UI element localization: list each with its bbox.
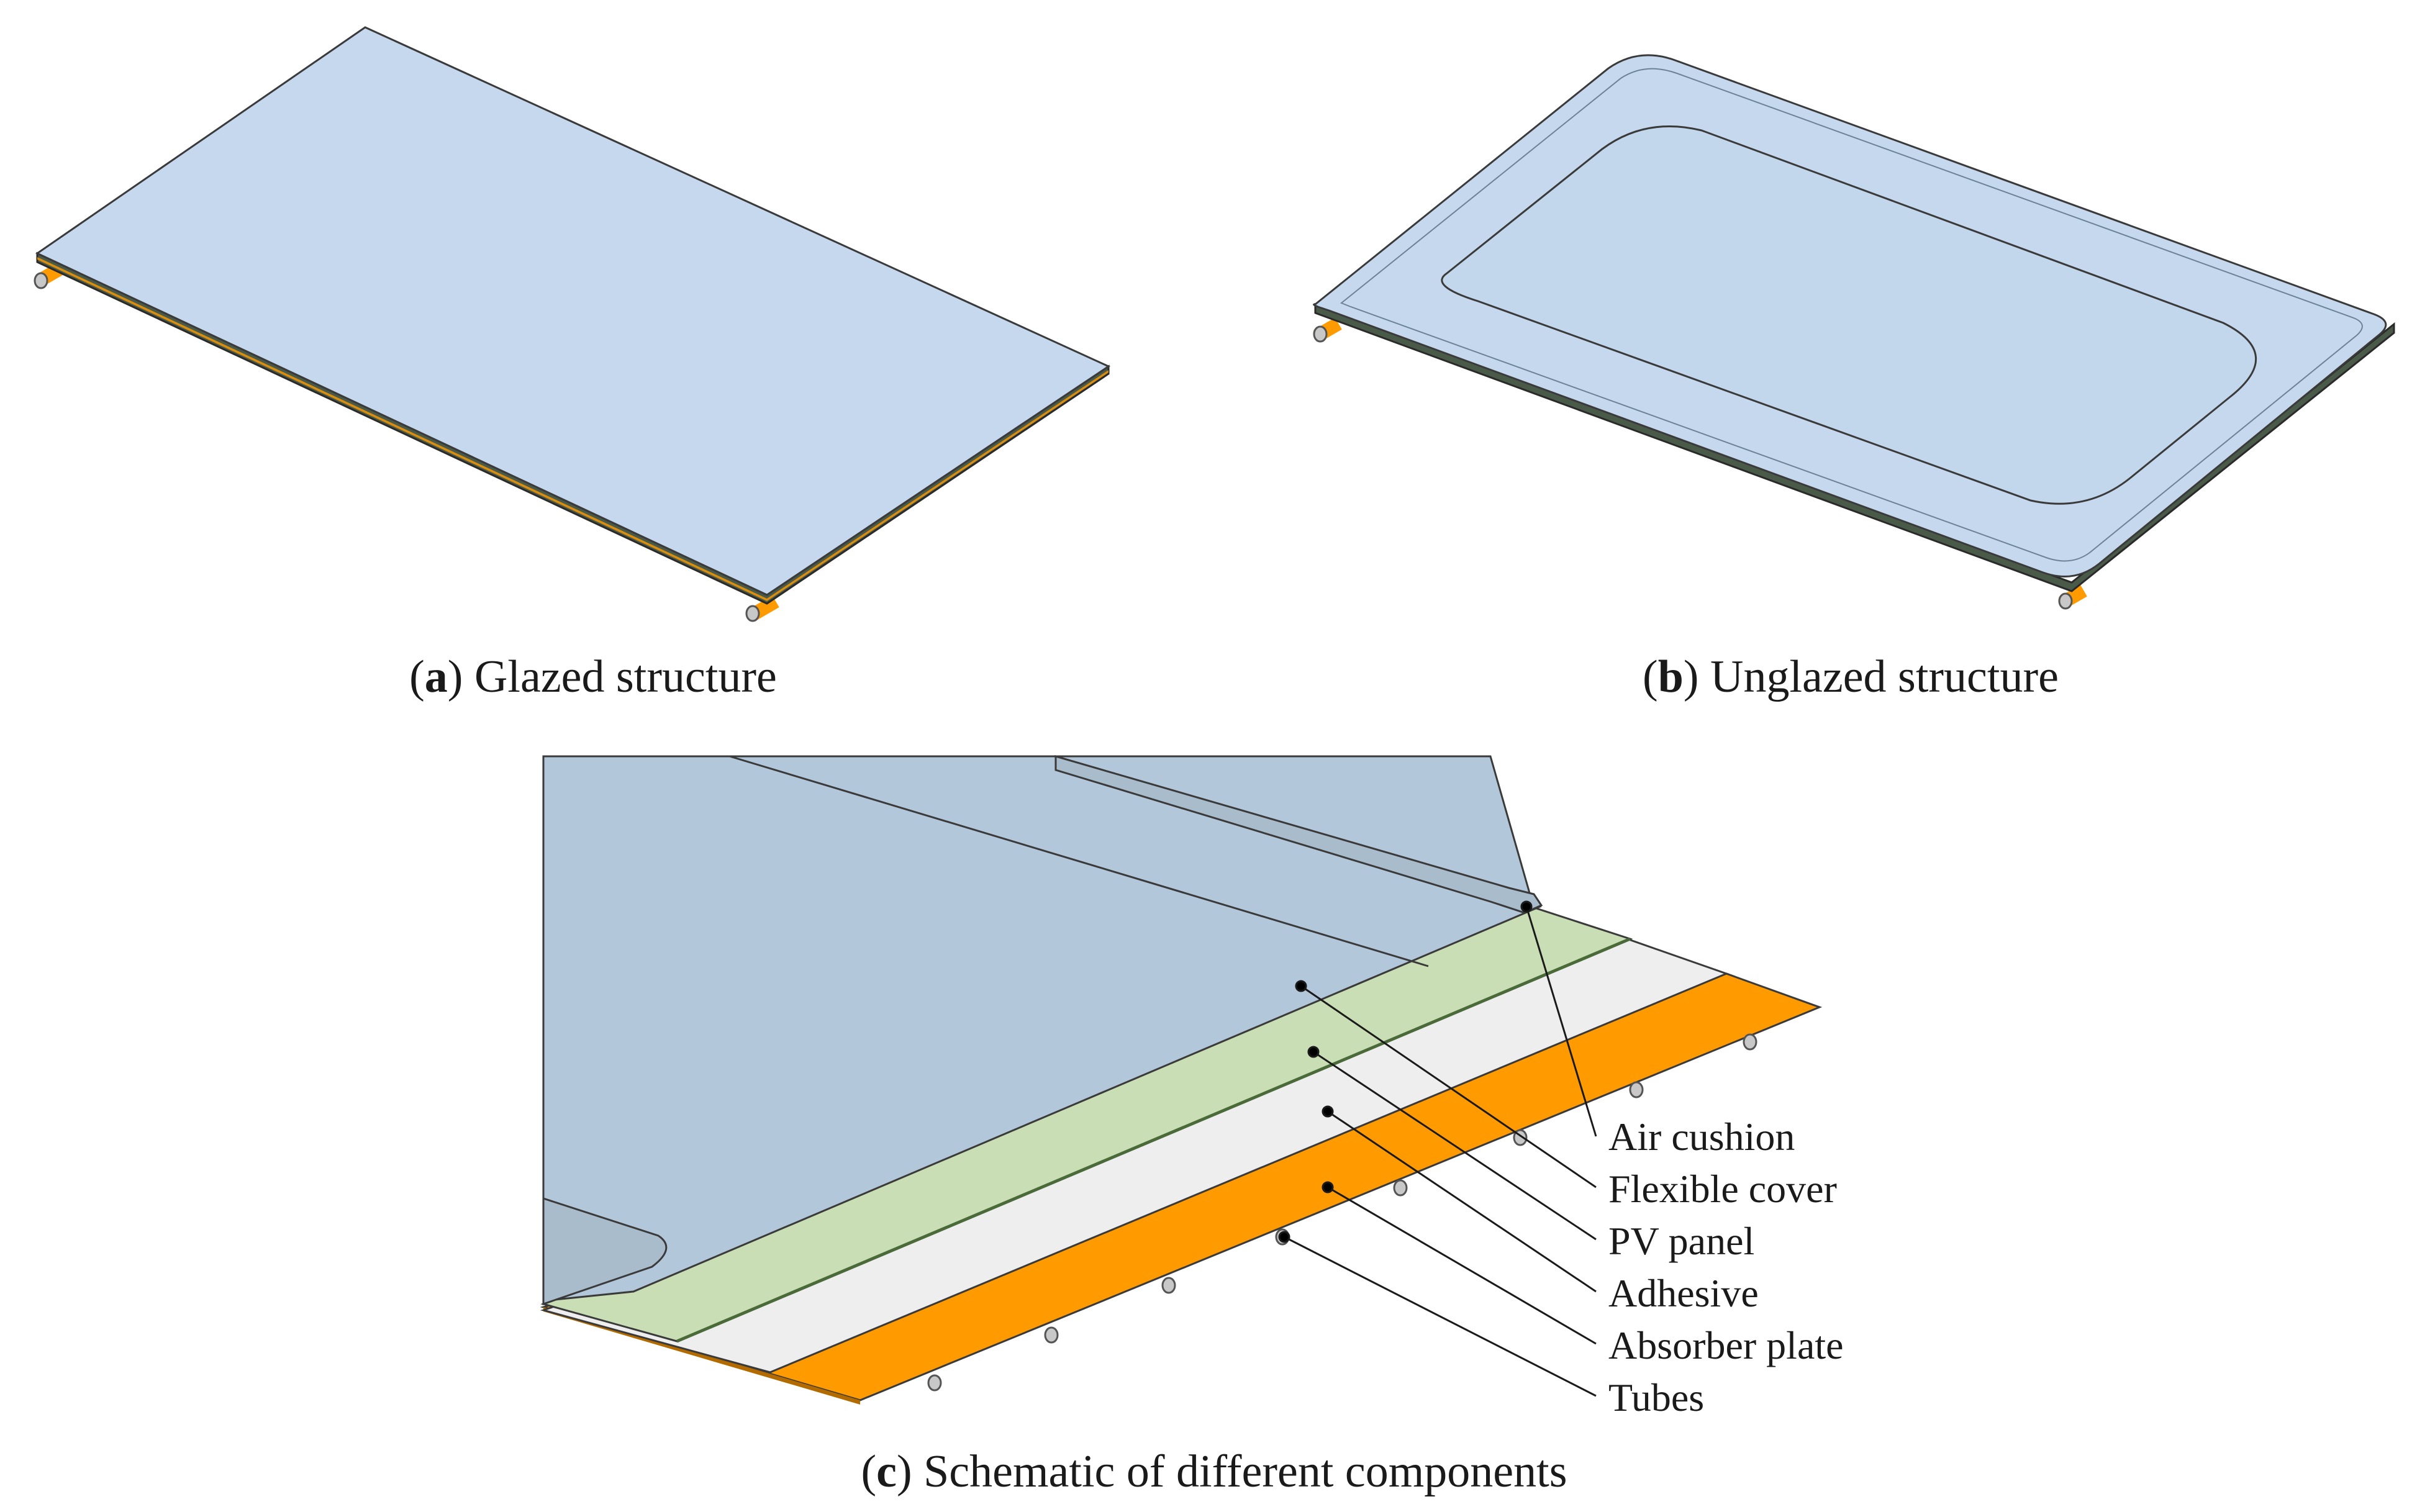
panel-c-caption-text: Schematic of different components bbox=[923, 1446, 1567, 1497]
panel-c-letter: c bbox=[876, 1446, 897, 1497]
label-pv-panel: PV panel bbox=[1608, 1219, 1754, 1263]
leader-lines bbox=[1278, 900, 1597, 1397]
panel-b-tubes bbox=[1313, 317, 2087, 610]
panel-c-tubes bbox=[927, 1033, 1757, 1392]
label-flexible-cover: Flexible cover bbox=[1608, 1167, 1837, 1211]
panel-b-letter: b bbox=[1658, 651, 1684, 702]
panel-b-air-cushion bbox=[1441, 125, 2257, 505]
label-tubes: Tubes bbox=[1608, 1375, 1704, 1419]
panel-a-glazed-collector bbox=[34, 26, 1111, 622]
panel-c-caption: (c) Schematic of different components bbox=[861, 1446, 1567, 1497]
panel-c-schematic: Air cushion Flexible cover PV panel Adhe… bbox=[540, 755, 1844, 1419]
panel-b-caption-text: Unglazed structure bbox=[1710, 651, 2059, 702]
panel-b-unglazed-collector bbox=[1313, 54, 2395, 610]
panel-a-letter: a bbox=[425, 651, 448, 702]
panel-b-edge bbox=[1314, 302, 2395, 592]
label-adhesive: Adhesive bbox=[1608, 1271, 1759, 1315]
panel-a-caption: (a) Glazed structure bbox=[409, 651, 777, 702]
panel-b-caption: (b) Unglazed structure bbox=[1643, 651, 2059, 702]
panel-a-glass-cover bbox=[35, 26, 1111, 596]
component-labels: Air cushion Flexible cover PV panel Adhe… bbox=[1608, 1115, 1844, 1419]
panel-a-caption-text: Glazed structure bbox=[474, 651, 777, 702]
label-absorber-plate: Absorber plate bbox=[1608, 1323, 1844, 1367]
label-air-cushion: Air cushion bbox=[1608, 1115, 1795, 1159]
air-cushion-rim bbox=[1054, 755, 1543, 914]
